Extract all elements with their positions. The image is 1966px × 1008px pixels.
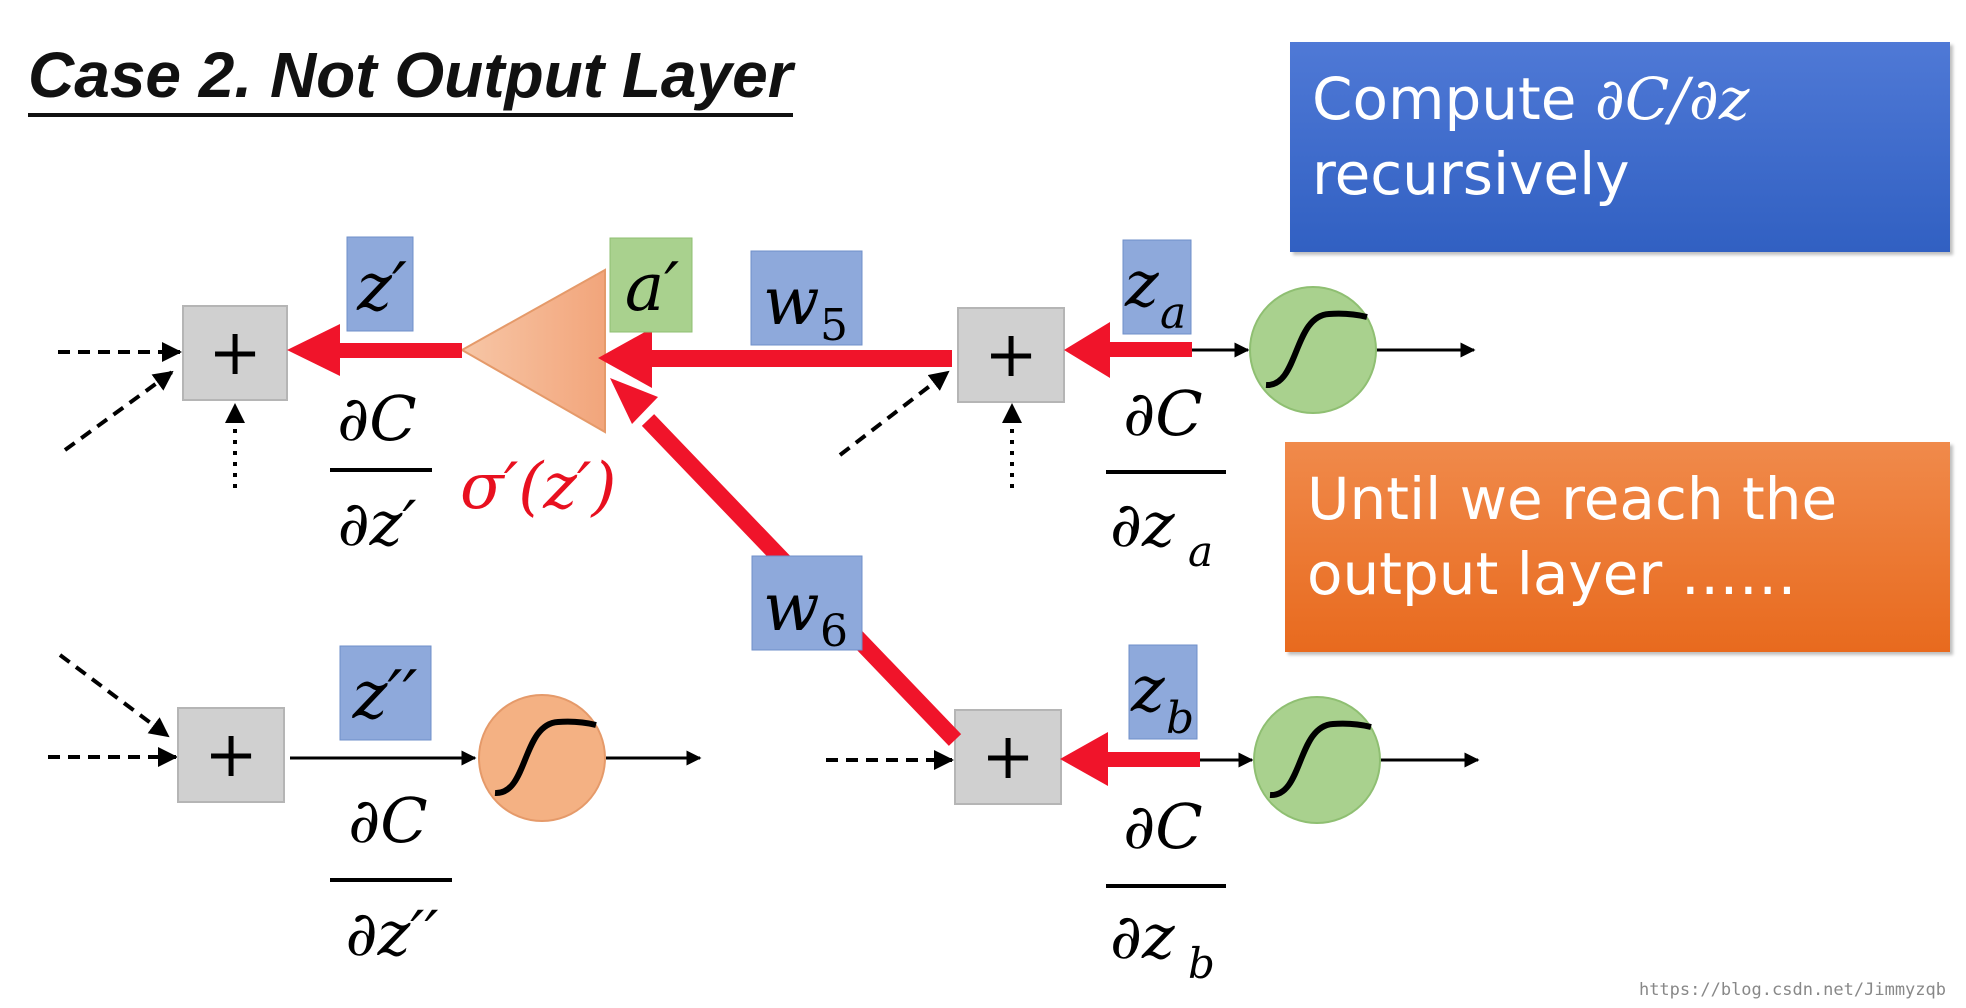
svg-text:∂C: ∂C: [348, 784, 428, 857]
svg-text:5: 5: [820, 300, 848, 351]
callout-until-line2: output layer ……: [1307, 540, 1797, 609]
sum-node-z-a: +: [957, 307, 1065, 403]
svg-text:z: z: [1130, 653, 1166, 727]
plus-symbol: +: [984, 318, 1038, 392]
svg-text:6: 6: [820, 606, 848, 657]
svg-text:b: b: [1188, 939, 1215, 988]
svg-text:∂C: ∂C: [1123, 790, 1203, 863]
svg-text:∂z′′: ∂z′′: [346, 897, 439, 970]
svg-text:b: b: [1166, 693, 1194, 744]
svg-text:∂z′: ∂z′: [338, 487, 417, 560]
input-arrows-middle: [826, 370, 1022, 770]
sum-node-z-double-prime: +: [177, 707, 285, 803]
sigmoid-neuron-icon: [478, 694, 606, 822]
callout-recursively-text: recursively: [1312, 140, 1630, 209]
svg-text:w: w: [763, 263, 820, 340]
plus-symbol: +: [208, 316, 262, 390]
svg-text:z: z: [1124, 248, 1160, 322]
label-w5: w 5: [750, 250, 863, 351]
callout-compute-recursively: Compute ∂C/∂z recursively: [1290, 42, 1950, 252]
svg-text:∂z: ∂z: [1110, 488, 1175, 561]
svg-text:z′′: z′′: [352, 657, 418, 734]
callout-compute-text: Compute: [1312, 65, 1595, 133]
label-z-double-prime: z′′: [339, 645, 432, 741]
fraction-dc-dz-double-prime: ∂C ∂z′′: [330, 784, 452, 970]
forward-arrows: [290, 342, 1480, 768]
sum-node-z-b: +: [954, 709, 1062, 805]
label-w6: w 6: [751, 555, 863, 657]
input-arrows-bottom-left: [48, 653, 178, 767]
svg-text:a′: a′: [625, 249, 679, 326]
sum-node-z-prime: +: [182, 305, 288, 401]
page-title: Case 2. Not Output Layer: [28, 41, 793, 118]
callout-compute-math: ∂C/∂z: [1594, 65, 1750, 133]
svg-text:∂z: ∂z: [1110, 900, 1175, 973]
label-a-prime: a′: [609, 237, 693, 333]
plus-symbol: +: [204, 718, 258, 792]
svg-text:a: a: [1188, 527, 1213, 576]
fraction-dc-dz-a: ∂C ∂z a: [1106, 377, 1226, 576]
label-z-prime: z′: [346, 236, 414, 332]
svg-text:∂C: ∂C: [1123, 377, 1203, 450]
input-arrows-top-left: [58, 342, 245, 488]
svg-text:∂C: ∂C: [337, 382, 417, 455]
label-z-b: z b: [1128, 644, 1198, 744]
label-z-a: z a: [1122, 239, 1192, 339]
svg-text:w: w: [763, 569, 820, 646]
triangle-activation-icon: [459, 268, 606, 434]
fraction-dc-dz-prime: ∂C ∂z′: [330, 382, 432, 560]
sigma-prime-label: σ′(z′): [460, 450, 616, 524]
callout-until-output: Until we reach the output layer ……: [1285, 442, 1950, 652]
watermark: https://blog.csdn.net/Jimmyzqb: [1638, 980, 1946, 1000]
callout-until-line1: Until we reach the: [1307, 465, 1838, 533]
svg-text:z′: z′: [356, 249, 407, 326]
plus-symbol: +: [981, 720, 1035, 794]
sigmoid-neuron-icon: [1253, 696, 1381, 824]
svg-text:a: a: [1160, 288, 1186, 339]
sigmoid-neuron-icon: [1249, 286, 1377, 414]
fraction-dc-dz-b: ∂C ∂z b: [1106, 790, 1226, 988]
